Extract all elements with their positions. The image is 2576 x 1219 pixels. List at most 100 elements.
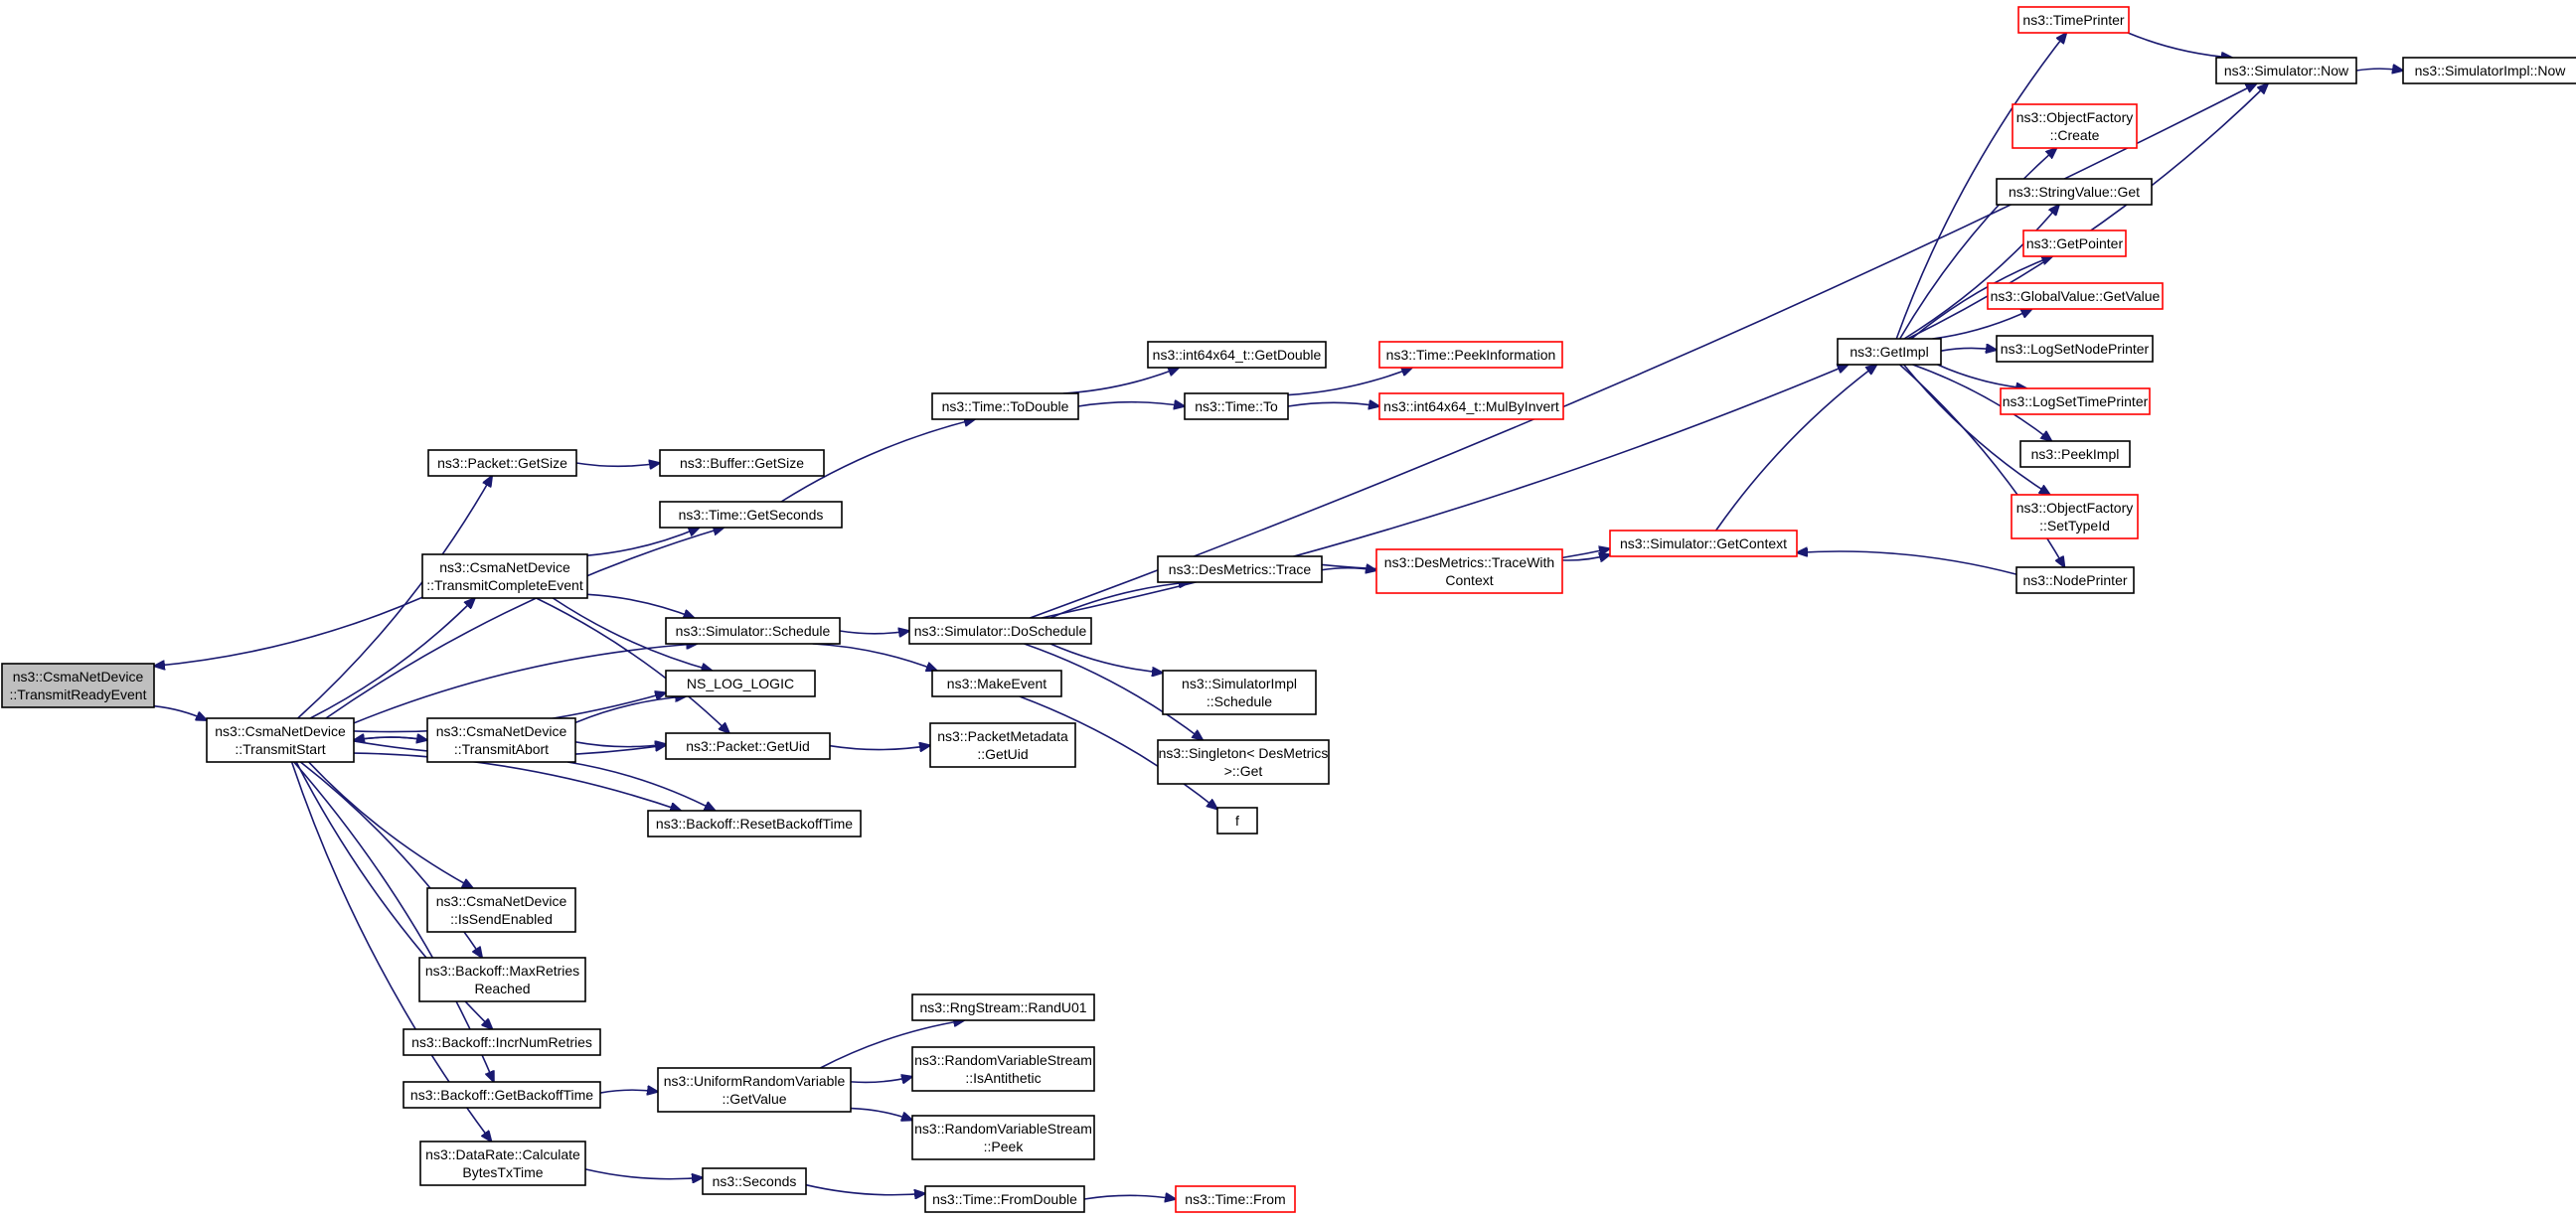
node-box[interactable]: [1375, 548, 1563, 594]
graph-node-n44[interactable]: ns3::LogSetTimePrinter: [2000, 387, 2151, 415]
graph-node-n41[interactable]: ns3::GetPointer: [2022, 229, 2127, 257]
graph-node-n15[interactable]: ns3::Backoff::ResetBackoffTime: [647, 810, 862, 838]
node-box[interactable]: [931, 670, 1062, 697]
node-box[interactable]: [402, 1028, 601, 1056]
node-box[interactable]: [647, 810, 862, 838]
graph-node-n22[interactable]: ns3::RngStream::RandU01: [911, 993, 1095, 1021]
graph-node-n47[interactable]: ns3::NodePrinter: [2015, 566, 2135, 594]
node-box[interactable]: [421, 553, 588, 599]
node-box[interactable]: [2019, 440, 2131, 468]
node-box[interactable]: [1184, 392, 1289, 420]
node-box[interactable]: [1157, 555, 1323, 583]
node-box[interactable]: [665, 732, 831, 760]
graph-node-n31[interactable]: f: [1216, 807, 1258, 835]
graph-node-n13[interactable]: NS_LOG_LOGIC: [665, 670, 816, 697]
graph-node-n8[interactable]: ns3::Backoff::GetBackoffTime: [402, 1081, 601, 1109]
node-box[interactable]: [1996, 335, 2154, 363]
node-box[interactable]: [659, 449, 825, 477]
node-box[interactable]: [702, 1167, 807, 1195]
graph-node-n40[interactable]: ns3::StringValue::Get: [1996, 178, 2153, 206]
graph-node-n16[interactable]: ns3::UniformRandomVariable::GetValue: [657, 1067, 852, 1113]
node-box[interactable]: [911, 1115, 1095, 1160]
node-box[interactable]: [1175, 1185, 1296, 1213]
node-box[interactable]: [2215, 57, 2357, 84]
graph-node-n46[interactable]: ns3::ObjectFactory::SetTypeId: [2011, 494, 2139, 539]
node-box[interactable]: [911, 993, 1095, 1021]
graph-node-n24[interactable]: ns3::RandomVariableStream::Peek: [911, 1115, 1095, 1160]
graph-node-n2[interactable]: ns3::Packet::GetSize: [427, 449, 577, 477]
node-box[interactable]: [1837, 338, 1942, 366]
node-box[interactable]: [929, 722, 1076, 768]
node-box[interactable]: [665, 670, 816, 697]
node-box[interactable]: [427, 449, 577, 477]
graph-node-n18[interactable]: ns3::Time::ToDouble: [931, 392, 1079, 420]
graph-node-n29[interactable]: ns3::SimulatorImpl::Schedule: [1162, 670, 1317, 715]
node-box[interactable]: [418, 957, 586, 1002]
node-box[interactable]: [657, 1067, 852, 1113]
node-box[interactable]: [1157, 739, 1330, 785]
node-box[interactable]: [911, 1046, 1095, 1092]
node-box[interactable]: [1, 663, 155, 708]
node-box[interactable]: [2015, 566, 2135, 594]
graph-node-n34[interactable]: ns3::int64x64_t::MulByInvert: [1378, 392, 1564, 420]
graph-node-n17[interactable]: ns3::Seconds: [702, 1167, 807, 1195]
node-box[interactable]: [1378, 392, 1564, 420]
node-box[interactable]: [206, 717, 355, 763]
graph-node-n37[interactable]: ns3::GetImpl: [1837, 338, 1942, 366]
node-box[interactable]: [2012, 103, 2138, 149]
node-box[interactable]: [2017, 6, 2130, 34]
graph-node-n20[interactable]: ns3::MakeEvent: [931, 670, 1062, 697]
node-box[interactable]: [1378, 341, 1563, 369]
graph-node-n19[interactable]: ns3::Simulator::DoSchedule: [908, 617, 1092, 645]
node-box[interactable]: [419, 1141, 586, 1186]
graph-node-n39[interactable]: ns3::ObjectFactory::Create: [2012, 103, 2138, 149]
graph-node-n3[interactable]: ns3::CsmaNetDevice::TransmitCompleteEven…: [421, 553, 588, 599]
graph-node-n0[interactable]: ns3::CsmaNetDevice::TransmitReadyEvent: [1, 663, 155, 708]
graph-node-n21[interactable]: ns3::PacketMetadata::GetUid: [929, 722, 1076, 768]
node-box[interactable]: [924, 1185, 1085, 1213]
graph-node-n7[interactable]: ns3::Backoff::IncrNumRetries: [402, 1028, 601, 1056]
graph-node-n12[interactable]: ns3::Simulator::Schedule: [665, 617, 841, 645]
node-box[interactable]: [1147, 341, 1327, 369]
graph-node-n48[interactable]: ns3::Simulator::Now: [2215, 57, 2357, 84]
graph-node-n4[interactable]: ns3::CsmaNetDevice::TransmitAbort: [426, 717, 576, 763]
graph-node-n32[interactable]: ns3::Time::From: [1175, 1185, 1296, 1213]
node-box[interactable]: [665, 617, 841, 645]
node-box[interactable]: [908, 617, 1092, 645]
node-box[interactable]: [426, 717, 576, 763]
graph-node-n36[interactable]: ns3::Simulator::GetContext: [1609, 530, 1798, 557]
graph-node-n45[interactable]: ns3::PeekImpl: [2019, 440, 2131, 468]
graph-node-n14[interactable]: ns3::Packet::GetUid: [665, 732, 831, 760]
graph-node-n38[interactable]: ns3::TimePrinter: [2017, 6, 2130, 34]
node-box[interactable]: [1987, 282, 2164, 310]
graph-node-n49[interactable]: ns3::SimulatorImpl::Now: [2402, 57, 2576, 84]
graph-node-n27[interactable]: ns3::Time::To: [1184, 392, 1289, 420]
graph-node-n25[interactable]: ns3::Time::FromDouble: [924, 1185, 1085, 1213]
node-box[interactable]: [2022, 229, 2127, 257]
node-box[interactable]: [1216, 807, 1258, 835]
node-box[interactable]: [1609, 530, 1798, 557]
graph-node-n42[interactable]: ns3::GlobalValue::GetValue: [1987, 282, 2164, 310]
node-box[interactable]: [2000, 387, 2151, 415]
graph-node-n23[interactable]: ns3::RandomVariableStream::IsAntithetic: [911, 1046, 1095, 1092]
node-box[interactable]: [402, 1081, 601, 1109]
node-box[interactable]: [1996, 178, 2153, 206]
graph-node-n28[interactable]: ns3::DesMetrics::Trace: [1157, 555, 1323, 583]
graph-node-n30[interactable]: ns3::Singleton< DesMetrics >::Get: [1157, 739, 1330, 785]
graph-node-n11[interactable]: ns3::Time::GetSeconds: [659, 501, 843, 529]
node-box[interactable]: [2402, 57, 2576, 84]
node-box[interactable]: [2011, 494, 2139, 539]
graph-node-n1[interactable]: ns3::CsmaNetDevice::TransmitStart: [206, 717, 355, 763]
graph-node-n26[interactable]: ns3::int64x64_t::GetDouble: [1147, 341, 1327, 369]
graph-node-n5[interactable]: ns3::CsmaNetDevice::IsSendEnabled: [426, 887, 576, 933]
graph-node-n10[interactable]: ns3::Buffer::GetSize: [659, 449, 825, 477]
node-box[interactable]: [426, 887, 576, 933]
graph-node-n33[interactable]: ns3::Time::PeekInformation: [1378, 341, 1563, 369]
node-box[interactable]: [659, 501, 843, 529]
graph-node-n43[interactable]: ns3::LogSetNodePrinter: [1996, 335, 2154, 363]
node-box[interactable]: [1162, 670, 1317, 715]
node-box[interactable]: [931, 392, 1079, 420]
